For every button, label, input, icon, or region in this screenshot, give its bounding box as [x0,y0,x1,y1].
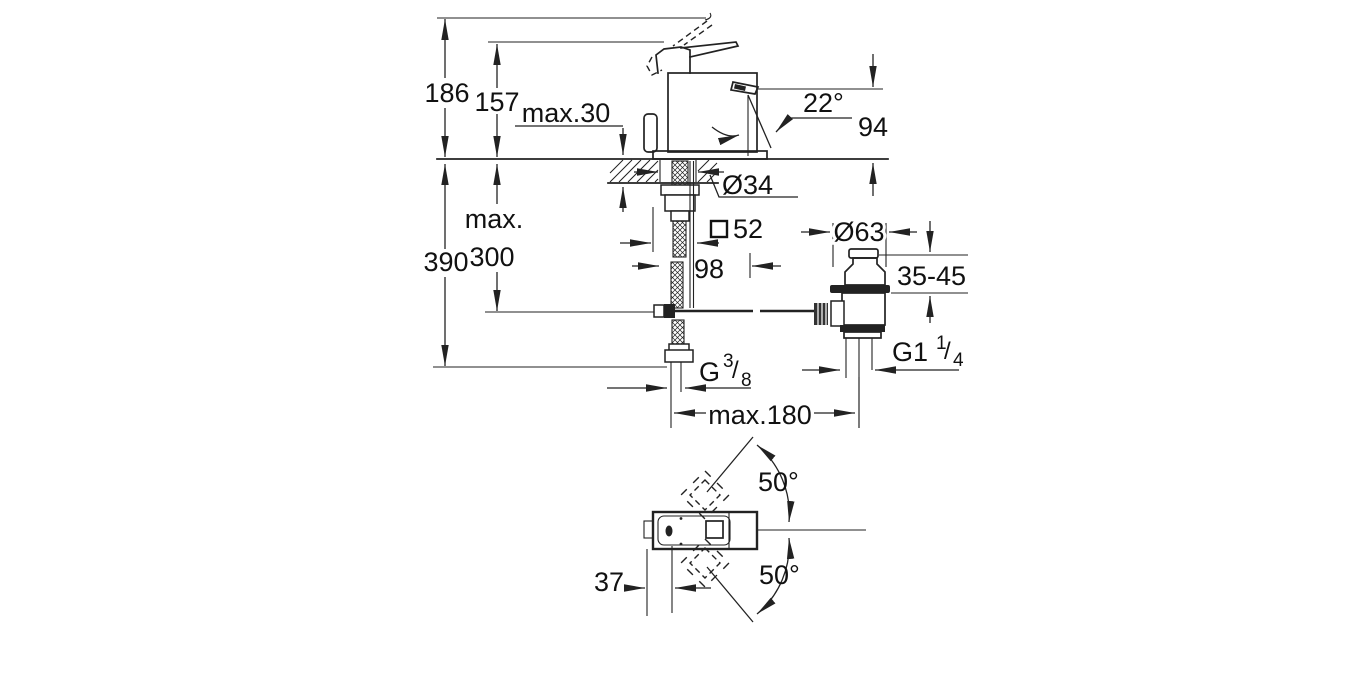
under-counter-assembly [653,160,815,428]
dim-depth-390: 390 [423,247,468,277]
faucet-plan-view [643,436,866,623]
hose-nut [664,349,694,363]
plan-rod-hole [665,525,673,537]
square-symbol [709,219,729,239]
lever-handle [646,20,740,76]
dim-waste-deck-range: 35-45 [897,261,966,291]
spout-mouth [729,81,760,95]
dim-max-300: 300 [469,242,514,272]
handle-raised-dashed [672,20,708,47]
dim-projection-98: 98 [694,254,724,284]
dim-max-180: max.180 [708,400,812,430]
dim-deck-max30: max.30 [522,98,611,128]
supply-thread-slash: / [732,357,739,384]
dim-spout-height-94: 94 [858,112,888,142]
waste-thread-denominator: 4 [953,350,964,371]
plan-body-inner [657,515,731,546]
dim-waste-thread: G1 1 / 4 [892,333,964,371]
waste-thread-numerator: 1 [936,333,947,354]
dim-angle-22: 22° [803,88,844,118]
waste-thread-slash: / [944,338,951,365]
dim-max-word: max. [465,204,524,234]
dim-swing-upper-50: 50° [758,467,799,497]
supply-thread-denominator: 8 [741,370,752,391]
dim-supply-thread: G 3 / 8 [699,351,752,391]
waste-lower-body [841,292,886,326]
swing-line-upper [706,436,754,493]
dim-square-52: 52 [733,214,763,244]
mounting-hole-edges [659,160,697,182]
aerator [734,84,746,91]
dim-total-height: 186 [424,78,469,108]
supply-tube [670,362,682,428]
supply-thread-base: G [699,357,720,387]
swing-line-lower [706,566,754,623]
waste-flange-seal [830,285,890,293]
plan-aerator-square [705,520,724,539]
swing-arc-upper [756,444,795,523]
pop-up-waste [814,248,890,428]
waste-upper-body [844,257,886,286]
faucet-side-view [607,20,815,428]
waste-plug-cap [848,248,879,259]
handle-position-dashed [680,470,730,588]
pop-up-rod-knob [643,113,658,153]
dim-hole-diameter: Ø34 [722,170,773,200]
waste-thread-base: G1 [892,337,928,367]
supply-thread-numerator: 3 [723,351,734,372]
rod-coupler [664,304,675,318]
faucet-base-plate [652,150,768,160]
dim-offset-37: 37 [594,567,624,597]
dim-swing-lower-50: 50° [759,560,800,590]
flexible-hose [670,261,684,309]
dimension-lines [441,19,968,616]
dimension-labels: 186 157 max.30 max. 300 390 22° 94 Ø34 5… [423,78,966,597]
dim-height-157: 157 [474,87,519,117]
swing-arc-lower [756,537,795,615]
pop-up-pull-rod [689,161,695,308]
plan-rear-tab [643,520,654,539]
dim-waste-diameter: Ø63 [833,217,884,247]
faucet-body [667,72,758,153]
counter-hatching [609,159,718,183]
